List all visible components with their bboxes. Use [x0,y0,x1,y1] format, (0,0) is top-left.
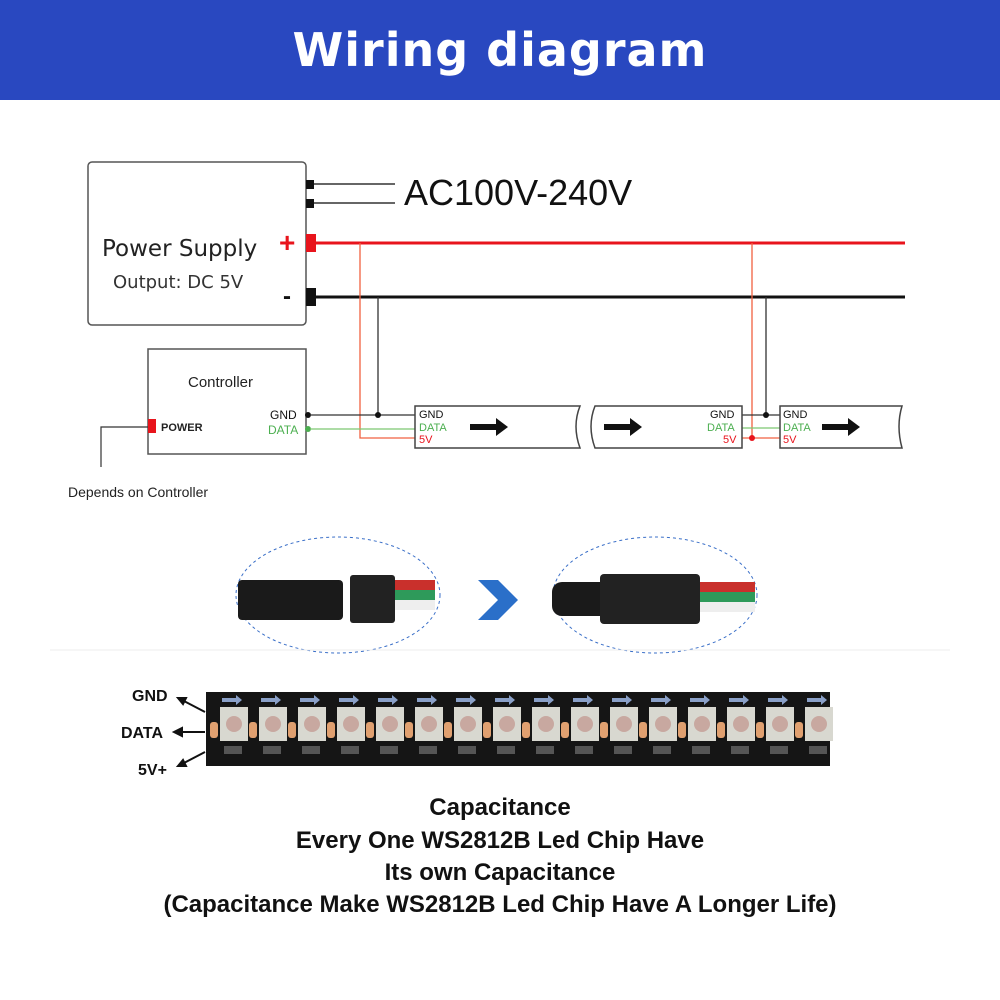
controller-data-label: DATA [268,423,298,437]
connector-joined-photo [552,574,755,624]
strip3-5v-label: 5V [783,434,797,446]
strip-gnd-label: GND [132,688,168,705]
connector-separated-photo [238,575,435,623]
power-supply-title: Power Supply [102,236,257,262]
controller-title: Controller [188,374,253,391]
minus-sign: - [283,283,291,310]
led-strip-photo [206,692,833,766]
strip-5v-label: 5V+ [138,762,167,779]
strip3-data-label: DATA [783,422,811,434]
ac-voltage-label: AC100V-240V [404,172,632,213]
strip1-5v-label: 5V [419,434,433,446]
plus-sign: + [279,227,295,258]
strip2-gnd-label: GND [710,409,735,421]
controller-note: Depends on Controller [68,484,208,500]
power-supply-output: Output: DC 5V [113,272,244,293]
connector-separated-ellipse [235,536,441,654]
strip1-gnd-label: GND [419,409,444,421]
page-title: Wiring diagram [0,0,1000,100]
direction-arrow-icons [470,418,860,436]
strip3-gnd-label: GND [783,409,808,421]
chevron-right-icon [478,580,518,620]
caption-line-1: Capacitance [429,794,571,821]
controller-box [147,348,307,455]
strip-data-label: DATA [121,725,164,742]
strip-segment-2 [590,405,743,449]
controller-power-label: POWER [161,422,203,434]
caption-line-4: (Capacitance Make WS2812B Led Chip Have … [163,891,837,918]
caption-line-2: Every One WS2812B Led Chip Have [295,827,705,854]
connector-joined-ellipse [552,536,758,654]
controller-gnd-label: GND [270,408,297,422]
strip2-data-label: DATA [707,422,735,434]
caption-line-3: Its own Capacitance [384,859,616,886]
strip1-data-label: DATA [419,422,447,434]
strip2-5v-label: 5V [723,434,737,446]
